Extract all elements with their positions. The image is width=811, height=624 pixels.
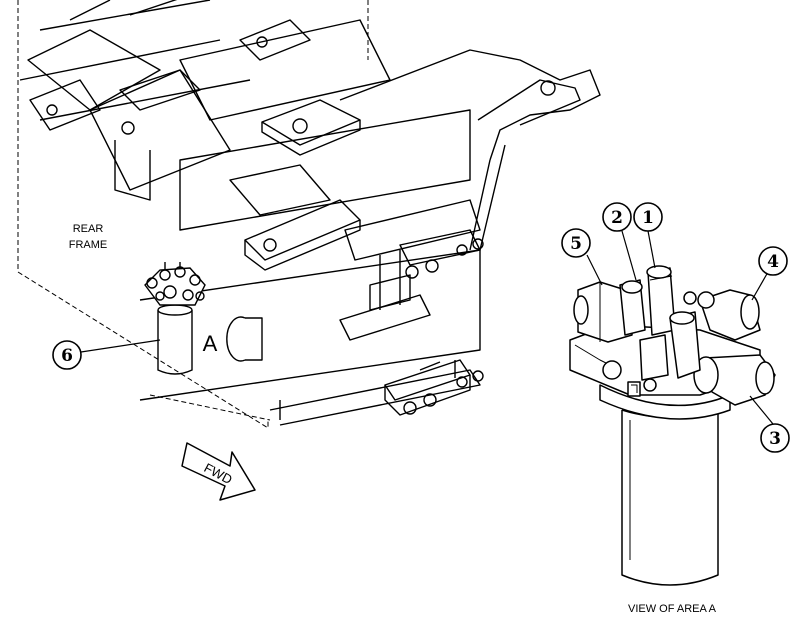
area-a-detail-drawing	[569, 265, 776, 586]
small-filter-assembly	[144, 262, 206, 375]
callout-3: 3	[760, 423, 790, 453]
callout-3-label: 3	[769, 429, 781, 449]
callout-4-label: 4	[767, 252, 779, 272]
callout-6-label: 6	[61, 346, 73, 366]
rear-frame-label-line1: REAR	[73, 223, 104, 235]
forward-arrow-icon	[181, 442, 256, 501]
callout-6: 6	[52, 340, 82, 370]
rear-frame-drawing	[17, 0, 601, 429]
callout-1-label: 1	[642, 208, 654, 228]
callout-2: 2	[602, 202, 632, 232]
rear-frame-label-line2: FRAME	[69, 239, 108, 251]
callout-1: 1	[633, 202, 663, 232]
callout-4: 4	[758, 246, 788, 276]
callout-5: 5	[561, 228, 591, 258]
callout-2-label: 2	[611, 208, 623, 228]
callout-5-label: 5	[570, 234, 582, 254]
area-a-marker: A	[203, 331, 218, 356]
view-of-area-a-caption: VIEW OF AREA A	[628, 603, 717, 615]
callout-leaders	[80, 230, 774, 425]
